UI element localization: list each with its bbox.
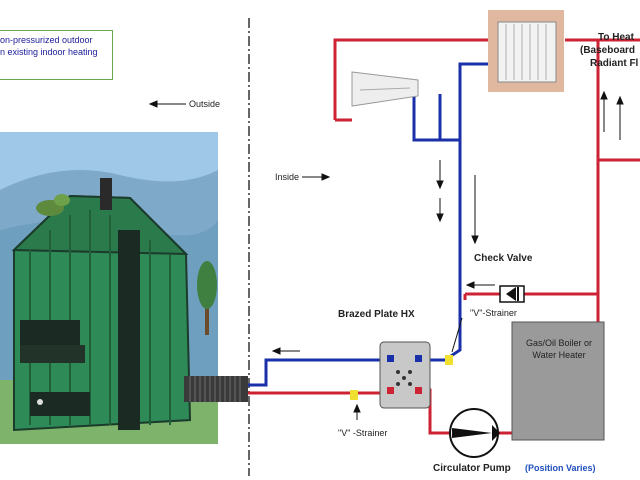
boiler-label-line-1: Gas/Oil Boiler or [525, 338, 593, 348]
to-heat-label-2: (Baseboard [580, 45, 636, 56]
check-valve-label: Check Valve [474, 253, 533, 264]
circulator-pump-label: Circulator Pump [433, 463, 511, 474]
boiler-label-line-2: Water Heater [532, 350, 586, 360]
boiler-icon [511, 321, 605, 441]
supply-pipes [248, 38, 640, 435]
return-pipes [248, 62, 490, 387]
outside-label: Outside [189, 99, 221, 109]
v-strainer-top-label: "V"-Strainer [470, 308, 517, 318]
boiler-label: Gas/Oil Boiler or Water Heater [513, 337, 605, 361]
to-heat-label-3: Radiant Fl [590, 58, 639, 69]
caption-box: on-pressurized outdoor n existing indoor… [0, 30, 113, 80]
circulator-pump-icon [449, 408, 500, 458]
caption-line-1: on-pressurized outdoor [0, 35, 93, 45]
v-strainer-bottom-label: "V" -Strainer [338, 428, 388, 438]
brazed-plate-hx-label: Brazed Plate HX [338, 309, 415, 320]
flow-arrows [148, 90, 624, 420]
outdoor-furnace-illustration [0, 132, 248, 444]
check-valve-icon [499, 285, 525, 303]
position-varies-label: (Position Varies) [525, 463, 596, 473]
caption-line-2: n existing indoor heating [0, 47, 98, 57]
to-heat-label-1: To Heat [598, 32, 634, 43]
radiator-icon [488, 10, 564, 92]
inside-label: Inside [275, 172, 300, 182]
baseboard-heater-icon [351, 71, 419, 107]
v-strainer-icon [350, 355, 453, 400]
brazed-plate-hx-icon [379, 341, 431, 409]
